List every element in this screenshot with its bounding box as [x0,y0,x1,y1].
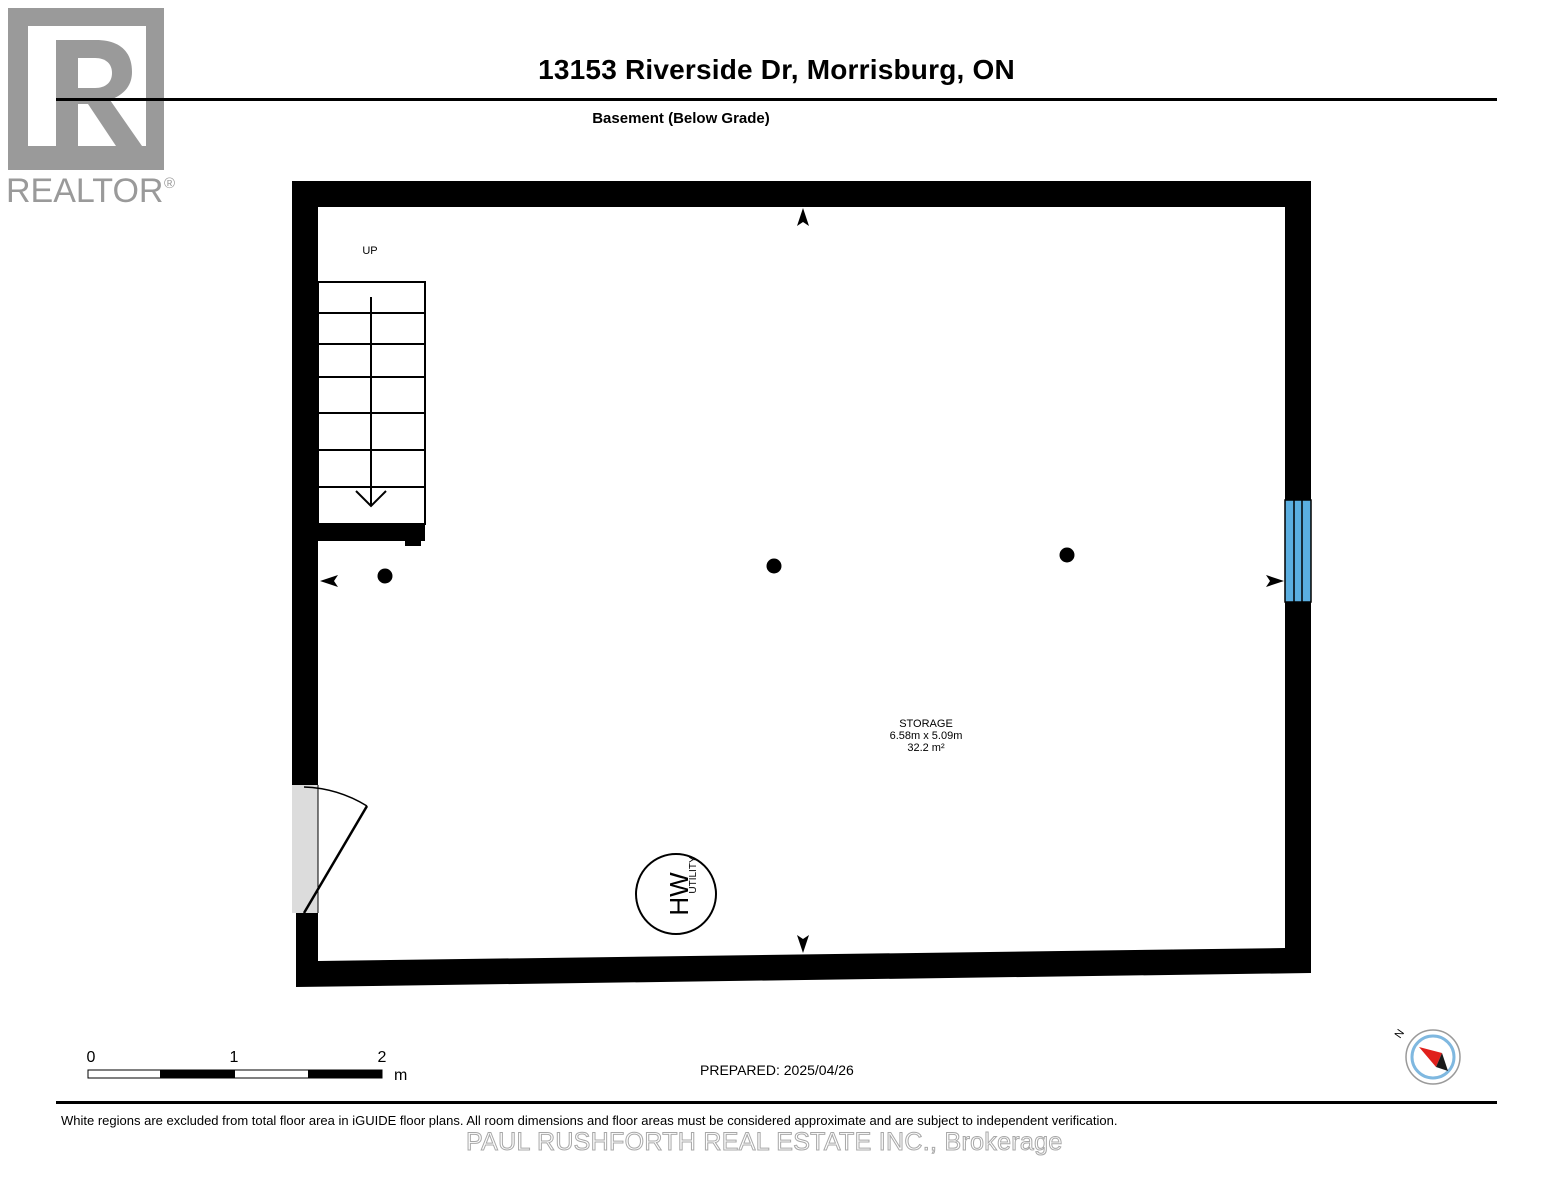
scale-tick-1: 1 [230,1049,239,1066]
disclaimer-text: White regions are excluded from total fl… [61,1113,1118,1128]
window [1284,499,1312,603]
compass-north-label: N [1393,1027,1407,1040]
room-area: 32.2 m² [907,742,945,754]
marker-bottom [797,935,809,953]
support-post [766,558,782,574]
realtor-logo-text: REALTOR [6,172,163,210]
exterior-walls [292,181,1311,987]
utility-label: UTILITY [688,856,699,894]
floor-plan: UP STORAGE 6.58m x 5.09m 32.2 m² HW UTIL… [292,181,1312,987]
prepared-date: PREPARED: 2025/04/26 [700,1062,854,1078]
room-dimensions: 6.58m x 5.09m [890,730,963,742]
footer-rule [56,1101,1497,1104]
realtor-r-logo-icon [8,8,164,170]
room-name: STORAGE [899,718,953,730]
support-post [377,568,393,584]
water-heater-symbol: HW [664,872,694,916]
header-rule [56,98,1497,101]
floor-subtitle: Basement (Below Grade) [592,110,770,127]
water-heater-icon: HW UTILITY [635,853,717,935]
marker-top [797,208,809,226]
stairs-up-label: UP [362,245,377,257]
stair-landing-wall [318,524,425,541]
realtor-logo: REALTOR ® [6,8,175,210]
marker-right [1266,575,1284,587]
stair-post [405,538,421,546]
scale-unit: m [394,1067,407,1084]
brokerage-watermark: PAUL RUSHFORTH REAL ESTATE INC., Brokera… [466,1128,1063,1157]
stairs [317,281,426,525]
entry-door [292,785,369,914]
scale-bar: 0 1 2 m [87,1049,408,1084]
page-title: 13153 Riverside Dr, Morrisburg, ON [538,54,1015,85]
realtor-registered-mark: ® [164,175,175,192]
support-post [1059,547,1075,563]
compass-icon: N [1393,1027,1461,1085]
scale-tick-2: 2 [378,1049,387,1066]
marker-left [320,575,338,587]
scale-tick-0: 0 [87,1049,96,1066]
